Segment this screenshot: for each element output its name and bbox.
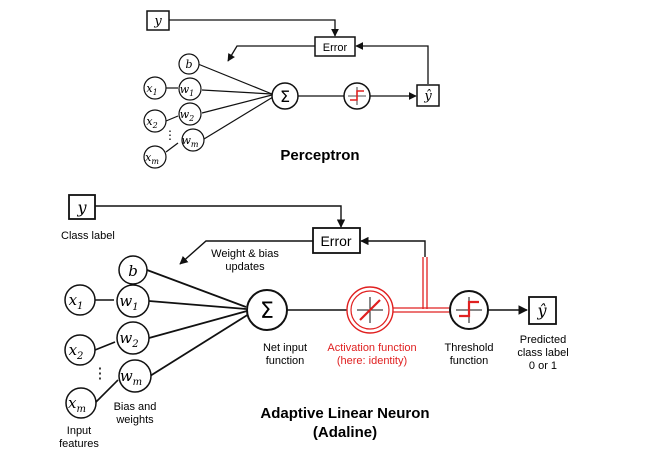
svg-text:x1: x1: [146, 82, 157, 97]
adaline-threshold-caption-line2: function: [450, 355, 489, 367]
adaline-bias-weights-caption-line2: weights: [115, 414, 154, 426]
adaline-class-label-caption: Class label: [61, 230, 115, 242]
perceptron-feedback-arrow: [355, 42, 429, 84]
adaline-activation-to-threshold-edge: [393, 307, 450, 313]
svg-text:w1: w1: [119, 292, 138, 313]
adaline-predicted-caption-line2: class label: [517, 347, 568, 359]
adaline-title-line2: (Adaline): [313, 424, 377, 441]
adaline-bias-weights-caption-line1: Bias and: [114, 401, 157, 413]
perceptron-diagram: y Error x1 x2 ⋮: [143, 10, 440, 169]
perceptron-yhat-box: [416, 84, 440, 107]
adaline-update-arrow: [179, 240, 313, 265]
adaline-weight-node-wm: wm: [118, 359, 152, 393]
adaline-weight-node-w1: w1: [116, 284, 150, 318]
svg-text:x1: x1: [69, 291, 84, 312]
adaline-net-input-caption-line2: function: [266, 355, 305, 367]
adaline-feedback-line: [360, 236, 428, 309]
perceptron-weight-node-w1: w1: [178, 77, 202, 101]
adaline-net-input-caption-line1: Net input: [263, 342, 307, 354]
adaline-threshold-caption-line1: Threshold: [445, 342, 494, 354]
adaline-threshold-node: [449, 290, 489, 330]
adaline-diagram: y Class label Error Weight & bias update…: [59, 194, 569, 450]
svg-text:w2: w2: [119, 329, 138, 350]
perceptron-input-node-x1: x1: [143, 76, 167, 100]
adaline-weight-node-w2: w2: [116, 321, 150, 355]
adaline-input-node-xm: xm: [65, 387, 97, 419]
svg-text:b: b: [185, 58, 192, 71]
perceptron-input-edges: [165, 87, 179, 153]
adaline-predicted-caption-line3: 0 or 1: [529, 360, 557, 372]
perceptron-y-to-error-arrow: [169, 19, 339, 37]
perceptron-error-label: Error: [323, 42, 348, 54]
adaline-bias-node: b: [118, 255, 148, 285]
adaline-input-edges: [94, 299, 119, 404]
adaline-ellipsis: ⋮: [93, 365, 108, 382]
adaline-error-box: [312, 227, 361, 254]
perceptron-title: Perceptron: [280, 147, 359, 164]
svg-text:b: b: [128, 262, 138, 280]
adaline-sum-node: Σ: [246, 289, 288, 331]
adaline-update-caption-line2: updates: [225, 261, 265, 273]
svg-text:wm: wm: [120, 367, 142, 388]
perceptron-update-arrow: [227, 45, 315, 62]
adaline-title-line1: Adaptive Linear Neuron: [260, 405, 429, 422]
adaline-activation-caption-line1: Activation function: [327, 342, 416, 354]
svg-text:x2: x2: [69, 341, 84, 362]
adaline-input-features-caption-line1: Input: [67, 425, 91, 437]
adaline-activation-node: [346, 286, 394, 334]
perceptron-bias-node: b: [178, 53, 200, 75]
perceptron-weight-node-w2: w2: [178, 102, 202, 126]
svg-text:w1: w1: [180, 83, 195, 98]
adaline-yhat-label: ŷ: [536, 301, 547, 320]
svg-text:Σ: Σ: [260, 299, 274, 324]
adaline-update-caption-line1: Weight & bias: [211, 248, 279, 260]
perceptron-weight-edges: [197, 63, 274, 140]
svg-text:xm: xm: [68, 394, 86, 415]
adaline-input-node-x2: x2: [64, 334, 96, 366]
svg-text:x2: x2: [146, 115, 157, 130]
adaline-y-to-error-arrow: [95, 205, 346, 228]
perceptron-threshold-node: [343, 82, 371, 110]
svg-text:Σ: Σ: [280, 87, 290, 106]
perceptron-input-node-xm: xm: [143, 145, 167, 169]
perceptron-yhat-label: ŷ: [423, 89, 432, 104]
perceptron-input-node-x2: x2: [143, 109, 167, 133]
svg-text:xm: xm: [145, 151, 159, 166]
adaline-error-label: Error: [320, 233, 351, 249]
perceptron-ellipsis: ⋮: [164, 128, 176, 142]
adaline-y-label: y: [76, 198, 87, 217]
perceptron-weight-node-wm: wm: [181, 128, 205, 152]
adaline-input-features-caption-line2: features: [59, 438, 99, 450]
perceptron-y-label: y: [153, 14, 162, 29]
adaline-predicted-caption-line1: Predicted: [520, 334, 566, 346]
svg-text:w2: w2: [180, 108, 195, 123]
adaline-y-box: [68, 194, 96, 220]
adaline-input-node-x1: x1: [64, 284, 96, 316]
svg-text:wm: wm: [181, 134, 198, 149]
adaline-activation-caption-line2: (here: identity): [337, 355, 407, 367]
perceptron-sum-node: Σ: [271, 82, 299, 110]
adaline-yhat-box: [528, 296, 557, 325]
adaline-weight-edges: [146, 269, 250, 377]
